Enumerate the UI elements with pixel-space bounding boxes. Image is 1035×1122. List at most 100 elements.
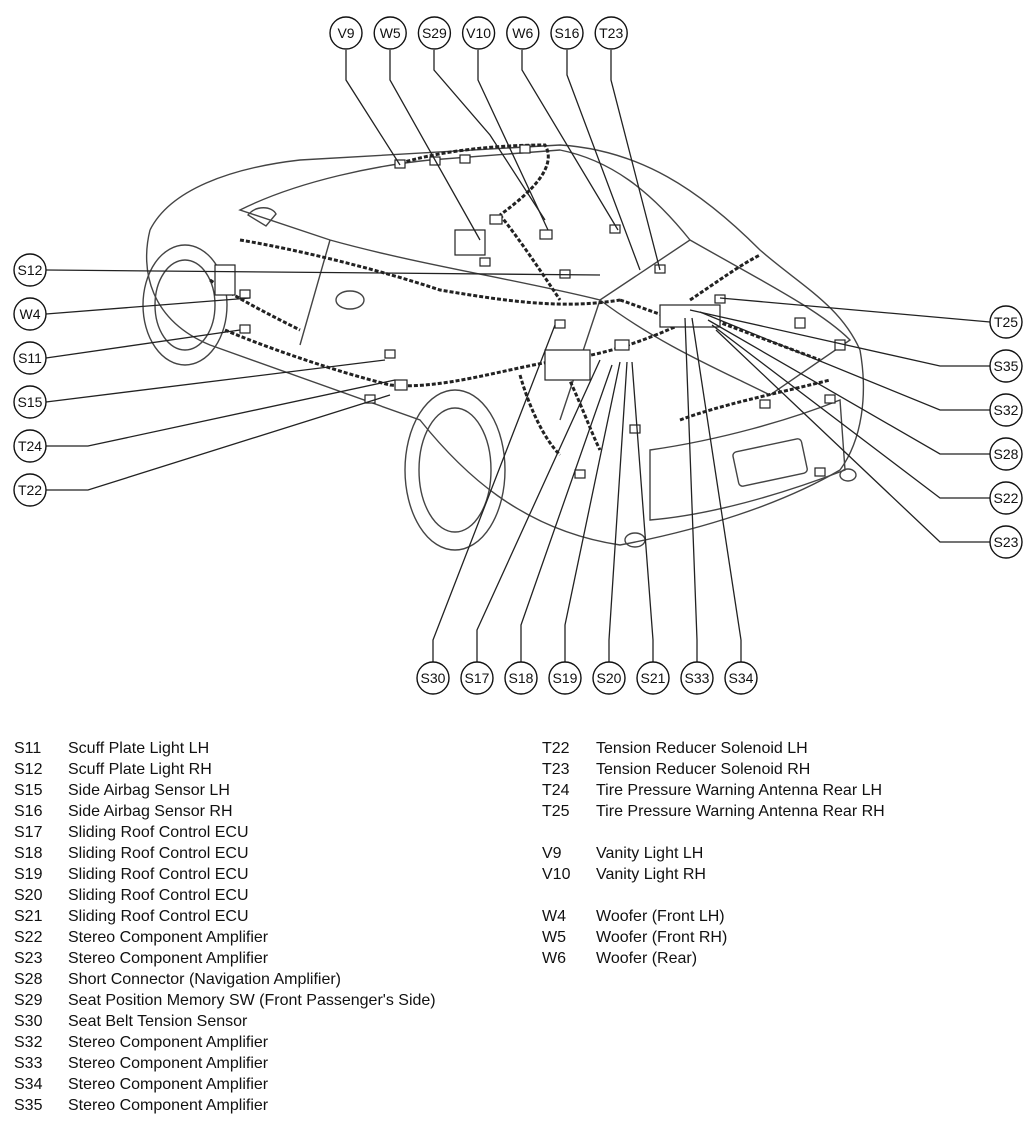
callout-label: S29 [422, 25, 447, 41]
legend-row: S34 Stereo Component Amplifier [14, 1074, 436, 1095]
callout-s29: S29 [417, 16, 452, 50]
legend-name: Sliding Roof Control ECU [68, 824, 249, 841]
legend-row: T23 Tension Reducer Solenoid RH [542, 759, 885, 780]
callout-t23: T23 [594, 16, 628, 50]
legend-code: S28 [14, 971, 43, 988]
callout-v9: V9 [329, 16, 363, 50]
legend-name: Stereo Component Amplifier [68, 950, 269, 967]
callout-label: S20 [597, 670, 622, 686]
callout-label: S34 [729, 670, 754, 686]
legend-code: S18 [14, 845, 43, 862]
callout-t24: T24 [13, 429, 47, 463]
callout-label: S19 [553, 670, 578, 686]
legend-name: Short Connector (Navigation Amplifier) [68, 971, 342, 988]
legend-row: W5 Woofer (Front RH) [542, 927, 885, 948]
callout-label: T23 [599, 25, 623, 41]
legend-row: S23 Stereo Component Amplifier [14, 948, 436, 969]
callout-label: W6 [512, 25, 533, 41]
legend-row: S20 Sliding Roof Control ECU [14, 885, 436, 906]
callout-label: S15 [18, 394, 43, 410]
callout-w4: W4 [13, 297, 47, 331]
legend-name: Vanity Light RH [596, 866, 706, 883]
callout-label: S17 [465, 670, 490, 686]
legend-code: S33 [14, 1055, 43, 1072]
legend-name: Sliding Roof Control ECU [68, 845, 249, 862]
legend-row: S29 Seat Position Memory SW (Front Passen… [14, 990, 436, 1011]
leader-lines [45, 50, 991, 662]
legend-code: S30 [14, 1013, 43, 1030]
legend-row: S33 Stereo Component Amplifier [14, 1053, 436, 1074]
callout-s20: S20 [592, 661, 626, 695]
legend-name: Tire Pressure Warning Antenna Rear RH [596, 803, 885, 820]
legend-code: S17 [14, 824, 43, 841]
callout-s22: S22 [989, 481, 1023, 515]
callout-label: S11 [18, 350, 42, 366]
callout-label: W5 [380, 25, 401, 41]
callout-label: T25 [994, 314, 1018, 330]
legend-code: S34 [14, 1076, 43, 1093]
callout-label: S30 [421, 670, 446, 686]
callout-s28: S28 [989, 437, 1023, 471]
callout-label: S33 [685, 670, 710, 686]
legend-name: Seat Belt Tension Sensor [68, 1013, 248, 1030]
legend-name: Stereo Component Amplifier [68, 1034, 269, 1051]
legend-row: T25 Tire Pressure Warning Antenna Rear RH [542, 801, 885, 822]
callout-w6: W6 [506, 16, 540, 50]
legend-name: Tension Reducer Solenoid LH [596, 740, 808, 757]
legend-name: Stereo Component Amplifier [68, 929, 269, 946]
callout-s33: S33 [680, 661, 714, 695]
callout-label: W4 [20, 306, 41, 322]
callout-s19: S19 [548, 661, 582, 695]
legend-code: S20 [14, 887, 43, 904]
legend-code: T23 [542, 761, 570, 778]
callout-s12: S12 [13, 253, 47, 287]
callout-label: S12 [18, 262, 43, 278]
legend-code: T25 [542, 803, 570, 820]
legend-group-gap [542, 885, 885, 906]
legend-row: S28 Short Connector (Navigation Amplifier… [14, 969, 436, 990]
callout-v10: V10 [461, 16, 496, 50]
legend-name: Sliding Roof Control ECU [68, 887, 249, 904]
legend-code: S35 [14, 1097, 43, 1114]
legend-name: Seat Position Memory SW (Front Passenger… [68, 992, 436, 1009]
callout-s21: S21 [636, 661, 670, 695]
legend-group-gap [542, 822, 885, 843]
callout-s34: S34 [724, 661, 758, 695]
legend-name: Scuff Plate Light RH [68, 761, 212, 778]
legend-code: S23 [14, 950, 43, 967]
legend-code: V10 [542, 866, 571, 883]
legend-row: S30 Seat Belt Tension Sensor [14, 1011, 436, 1032]
legend-code: V9 [542, 845, 562, 862]
callout-s32: S32 [989, 393, 1023, 427]
legend-code: W5 [542, 929, 566, 946]
callout-label: S32 [994, 402, 1019, 418]
callout-label: V9 [337, 25, 354, 41]
legend-code: S19 [14, 866, 43, 883]
legend-code: S15 [14, 782, 43, 799]
callout-s23: S23 [989, 525, 1023, 559]
legend-code: S32 [14, 1034, 43, 1051]
legend-row: V9 Vanity Light LH [542, 843, 885, 864]
legend-row: S22 Stereo Component Amplifier [14, 927, 436, 948]
callout-label: T24 [18, 438, 42, 454]
legend-name: Stereo Component Amplifier [68, 1055, 269, 1072]
legend-code: T22 [542, 740, 570, 757]
legend-name: Woofer (Front RH) [596, 929, 728, 946]
legend-name: Tension Reducer Solenoid RH [596, 761, 811, 778]
legend-column-right: T22 Tension Reducer Solenoid LH T23 Tension… [542, 738, 885, 969]
legend-name: Vanity Light LH [596, 845, 704, 862]
legend-code: S29 [14, 992, 43, 1009]
legend-name: Stereo Component Amplifier [68, 1076, 269, 1093]
legend-code: S22 [14, 929, 43, 946]
legend-code: W4 [542, 908, 566, 925]
